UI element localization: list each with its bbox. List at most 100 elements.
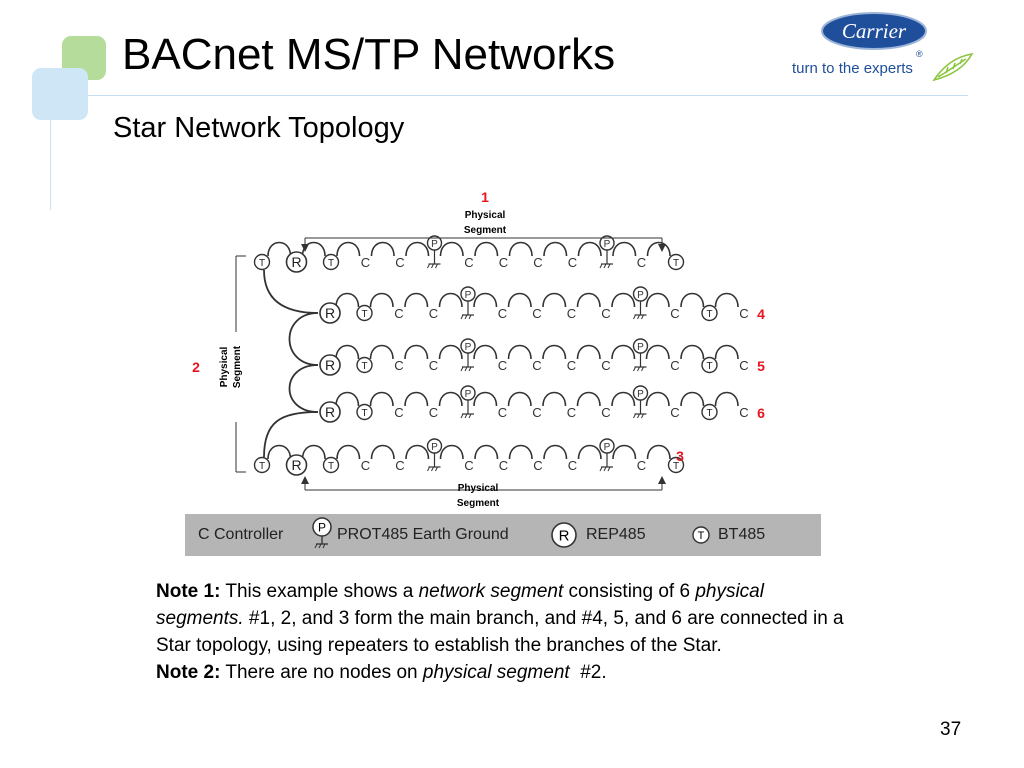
controller-node: C [498, 405, 507, 420]
prot485-letter: P [604, 239, 611, 250]
wire-loop [542, 391, 567, 407]
controller-node: C [670, 405, 679, 420]
segment-number-4: 4 [757, 306, 765, 322]
ground-hatch [641, 413, 644, 419]
note2-text-b: physical segment [422, 662, 570, 683]
wire-loop [508, 241, 533, 257]
ground-hatch [464, 314, 468, 320]
repeater-letter: R [291, 457, 301, 473]
segment-label: Segment [457, 498, 500, 509]
ground-hatch [641, 314, 644, 320]
terminator-icon [667, 253, 685, 271]
wire-loop [680, 292, 705, 308]
controller-node: C [670, 358, 679, 373]
controller-node: C [637, 458, 646, 473]
ground-hatch [468, 366, 472, 372]
wire-loop [473, 292, 498, 308]
ground-hatch [435, 263, 438, 269]
repeater-icon [319, 302, 341, 324]
wire-loop [577, 241, 602, 257]
controller-node: C [394, 358, 403, 373]
terminator-icon [322, 253, 340, 271]
segment-number-1: 1 [481, 189, 489, 205]
controller-node: C [498, 358, 507, 373]
wire-loop [611, 292, 636, 308]
wire-loop [301, 444, 326, 460]
ground-hatch [637, 366, 640, 372]
wire-loop [439, 241, 464, 257]
controller-node: C [567, 405, 576, 420]
wire-loop [335, 292, 360, 308]
note1-label: Note 1: [156, 581, 221, 602]
terminator-icon [356, 403, 373, 421]
wire-loop [438, 391, 463, 407]
backbone-curve [288, 312, 319, 366]
ground-hatch [607, 263, 611, 269]
wire-loop [474, 444, 499, 460]
leaf-icon [932, 52, 974, 82]
arrow-head [301, 476, 309, 484]
terminator-icon [356, 356, 373, 374]
terminator-letter: T [259, 258, 265, 269]
logo-brand: Carrier [842, 19, 907, 43]
controller-node: C [395, 255, 404, 270]
ground-hatch [599, 466, 603, 472]
prot485-letter: P [465, 389, 472, 400]
controller-node: C [739, 306, 748, 321]
rep485-icon: R [551, 522, 577, 548]
repeater-letter: R [325, 305, 335, 321]
terminator-letter: T [706, 361, 712, 372]
controller-node: C [533, 255, 542, 270]
prot485-letter: P [431, 239, 438, 250]
wire-loop [714, 344, 739, 360]
wire-loop [576, 344, 601, 360]
wire-loop [405, 444, 430, 460]
decorative-vertical-line [50, 120, 51, 210]
wire-loop [439, 444, 464, 460]
terminator-icon [701, 304, 718, 322]
note2-text-a: There are no nodes on [220, 662, 423, 683]
arrow-head [301, 244, 309, 252]
wire-loop [301, 241, 326, 257]
wire-loop [404, 292, 429, 308]
terminator-letter: T [673, 461, 679, 472]
ground-hatch [435, 466, 438, 472]
svg-text:T: T [698, 530, 705, 542]
svg-text:R: R [559, 528, 570, 545]
prot485-icon: P [312, 517, 332, 549]
ground-hatch [633, 366, 636, 372]
controller-node: C [498, 306, 507, 321]
segment-number-2: 2 [192, 359, 200, 375]
wire-loop [611, 344, 636, 360]
controller-node: C [464, 255, 473, 270]
controller-node: C [361, 458, 370, 473]
controller-node: C [429, 358, 438, 373]
ground-hatch [641, 366, 644, 372]
wire-loop [336, 444, 361, 460]
wire-loop [680, 344, 705, 360]
wire-loop [612, 444, 637, 460]
terminator-letter: T [328, 461, 334, 472]
wire-loop [369, 344, 394, 360]
prot485-letter: P [637, 342, 644, 353]
legend-prot485: PROT485 Earth Ground [337, 526, 509, 543]
legend-rep485: REP485 [586, 526, 646, 543]
wire-loop [543, 444, 568, 460]
note1-text-b: network segment [418, 581, 564, 602]
logo-tagline: turn to the experts [792, 60, 913, 77]
controller-node: C [394, 306, 403, 321]
controller-node: C [567, 358, 576, 373]
repeater-letter: R [291, 254, 301, 270]
wire-loop [370, 241, 395, 257]
terminator-letter: T [328, 258, 334, 269]
wire-loop [267, 241, 292, 257]
wire-loop [543, 241, 568, 257]
terminator-letter: T [706, 408, 712, 419]
note2-label: Note 2: [156, 662, 221, 683]
note1-text-d: physical segments. [156, 581, 764, 629]
prot485-letter: P [465, 342, 472, 353]
